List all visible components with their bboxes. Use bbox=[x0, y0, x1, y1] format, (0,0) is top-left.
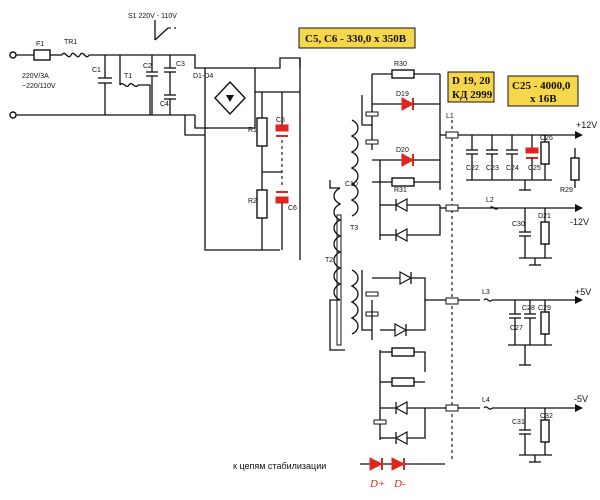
d20-label: D20 bbox=[396, 147, 409, 154]
c32-label: C32 bbox=[540, 413, 553, 420]
d19-label: D19 bbox=[396, 91, 409, 98]
r2-label: R2 bbox=[248, 198, 257, 205]
c1-label: C1 bbox=[92, 67, 101, 74]
capacitor-c5 bbox=[275, 124, 289, 132]
stabilization-footer: к цепям стабилизации D+ D- bbox=[233, 457, 445, 490]
l1-label: L1 bbox=[446, 113, 454, 120]
r31-label: R31 bbox=[394, 187, 407, 194]
rail-m5: -5V bbox=[574, 394, 588, 404]
c5-label: C5 bbox=[276, 117, 285, 124]
r1-label: R1 bbox=[248, 127, 257, 134]
c30-label: C30 bbox=[512, 221, 525, 228]
resistor-r30 bbox=[391, 69, 415, 79]
t3-label: T3 bbox=[350, 225, 358, 232]
stabilization-text: к цепям стабилизации bbox=[233, 461, 326, 471]
c31-label: C31 bbox=[512, 419, 525, 426]
r29-label: R29 bbox=[560, 187, 573, 194]
switch-s1 bbox=[154, 27, 169, 41]
thermistor-tr1 bbox=[61, 52, 90, 58]
rail-m12: -12V bbox=[570, 217, 589, 227]
transformer-secondary-lower bbox=[350, 269, 359, 335]
t2-label: T2 bbox=[325, 257, 333, 264]
choke-l3 bbox=[483, 298, 493, 302]
c4-label: C4 bbox=[160, 101, 169, 108]
choke-l2 bbox=[489, 206, 499, 210]
c2-label: C2 bbox=[143, 63, 152, 70]
c23-label: C23 bbox=[486, 165, 499, 172]
callout-d19-line1: D 19, 20 bbox=[452, 75, 491, 87]
resistor-r1 bbox=[256, 117, 268, 147]
t1-label: T1 bbox=[124, 73, 132, 80]
callout-c25: C25 - 4000,0 x 16B bbox=[507, 75, 579, 107]
thermistor-label: TR1 bbox=[64, 39, 77, 46]
resistor-r29 bbox=[570, 157, 580, 181]
capacitor-c25 bbox=[525, 147, 539, 154]
d-minus-label: D- bbox=[393, 478, 406, 490]
upper-rectifier-section: R30 D19 D20 R31 L1 bbox=[361, 61, 459, 460]
resistor-r31 bbox=[391, 177, 415, 187]
c3-label: C3 bbox=[176, 61, 185, 68]
c10-label: C10 bbox=[345, 181, 358, 188]
l4-label: L4 bbox=[482, 397, 490, 404]
diode-d-minus bbox=[391, 457, 406, 471]
callout-c5-c6-text: C5, C6 - 330,0 x 350B bbox=[305, 33, 407, 45]
resistor-r2 bbox=[256, 189, 268, 219]
transformer-primary bbox=[333, 187, 342, 301]
p12-output: +12V C22 C23 C24 C25 C26 R29 bbox=[458, 120, 597, 194]
callout-d19-line2: КД 2999 bbox=[452, 89, 493, 101]
c25-label: C25 bbox=[528, 165, 541, 172]
diode-d20 bbox=[401, 153, 415, 167]
c24-label: C24 bbox=[506, 165, 519, 172]
c28-label: C28 bbox=[522, 305, 535, 312]
choke-l4 bbox=[483, 406, 493, 410]
mains-label-1: 220V/3A bbox=[22, 73, 49, 80]
r30-label: R30 bbox=[394, 61, 407, 68]
callout-c25-line2: x 16B bbox=[530, 93, 557, 105]
fuse-f1 bbox=[33, 49, 51, 61]
m5-section: L4 -5V C31 C32 bbox=[373, 347, 588, 463]
mains-label-2: ~220/110V bbox=[22, 83, 56, 90]
capacitor-c6 bbox=[275, 196, 289, 204]
l3-label: L3 bbox=[482, 289, 490, 296]
transformer-secondary-upper bbox=[350, 119, 359, 217]
fuse-label: F1 bbox=[36, 41, 44, 48]
c26-label: C26 bbox=[540, 135, 553, 142]
input-section: 220V/3A ~220/110V F1 TR1 C1 T1 S1 220V -… bbox=[9, 13, 205, 129]
callout-c5-c6: C5, C6 - 330,0 x 350B bbox=[298, 27, 416, 49]
transformer-core bbox=[336, 214, 342, 346]
rail-p12: +12V bbox=[576, 120, 597, 130]
bridge-label: D1-D4 bbox=[193, 73, 213, 80]
rail-p5: +5V bbox=[575, 287, 591, 297]
diode-d-plus bbox=[369, 457, 384, 471]
c6-label: C6 bbox=[288, 205, 297, 212]
bridge-diode-icon bbox=[226, 95, 234, 102]
bridge-section: D1-D4 R1 R2 C5 C6 bbox=[184, 57, 301, 260]
transformer-section: T2 T3 C10 bbox=[325, 119, 359, 351]
c27-label: C27 bbox=[510, 325, 523, 332]
mains-terminal-top bbox=[9, 51, 17, 59]
c29-label: C29 bbox=[538, 305, 551, 312]
diode-d19 bbox=[401, 97, 415, 111]
choke-t1 bbox=[119, 82, 139, 88]
d21-label: D21 bbox=[538, 213, 551, 220]
d-plus-label: D+ bbox=[369, 478, 385, 490]
callout-c25-line1: C25 - 4000,0 bbox=[512, 80, 571, 92]
c22-label: C22 bbox=[466, 165, 479, 172]
p5-section: L3 +5V C27 C28 C29 bbox=[361, 270, 591, 366]
mains-terminal-bottom bbox=[9, 111, 17, 119]
m12-output: L2 -12V C30 D21 bbox=[458, 197, 589, 266]
bridge-box bbox=[204, 67, 256, 129]
l2-label: L2 bbox=[486, 197, 494, 204]
switch-label: S1 220V - 110V bbox=[128, 13, 177, 20]
callout-d19-d20: D 19, 20 КД 2999 bbox=[447, 71, 495, 103]
